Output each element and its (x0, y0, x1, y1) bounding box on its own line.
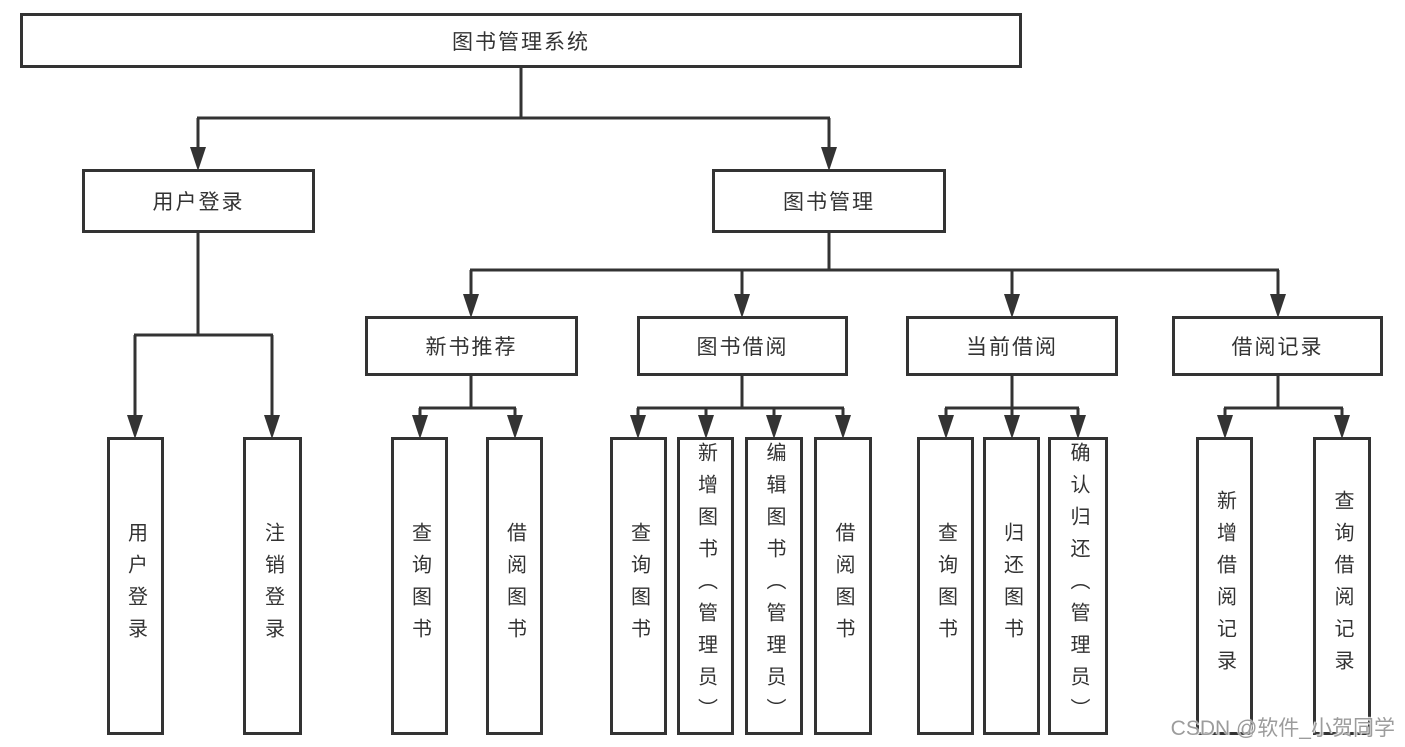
module-label: 借阅记录 (1231, 336, 1324, 359)
leaf-borrow-books-1: 借阅图书 (486, 437, 543, 735)
leaf-query-books-2: 查询图书 (610, 437, 667, 735)
root-node: 图书管理系统 (20, 13, 1022, 68)
leaf-label: 查询图书 (627, 522, 650, 650)
csdn-watermark: CSDN @软件_小贺同学 (1170, 717, 1395, 740)
leaf-label: 用户登录 (124, 522, 147, 650)
leaf-label: 注销登录 (261, 522, 284, 650)
leaf-add-book-admin: 新增图书（管理员） (677, 437, 734, 735)
module-label: 图书借阅 (696, 336, 789, 359)
module-label: 当前借阅 (966, 336, 1058, 359)
leaf-borrow-books-2: 借阅图书 (814, 437, 872, 735)
module-label: 新书推荐 (425, 336, 518, 359)
module-borrowing-records: 借阅记录 (1172, 316, 1383, 376)
leaf-user-login: 用户登录 (107, 437, 164, 735)
root-node-label: 图书管理系统 (452, 30, 590, 54)
leaf-label: 借阅图书 (832, 522, 854, 650)
leaf-query-books-1: 查询图书 (391, 437, 448, 735)
leaf-label: 确认归还（管理员） (1067, 442, 1089, 730)
branch-label: 用户登录 (152, 191, 245, 214)
leaf-logout: 注销登录 (243, 437, 302, 735)
branch-label: 图书管理 (783, 191, 875, 214)
arrowhead-icons (127, 147, 1350, 439)
leaf-label: 查询图书 (408, 522, 431, 650)
leaf-confirm-return-admin: 确认归还（管理员） (1048, 437, 1108, 735)
module-book-borrowing: 图书借阅 (637, 316, 848, 376)
leaf-label: 归还图书 (1000, 522, 1023, 650)
leaf-label: 新增借阅记录 (1213, 490, 1236, 682)
leaf-add-borrow-record: 新增借阅记录 (1196, 437, 1253, 735)
leaf-label: 查询图书 (934, 522, 957, 650)
leaf-edit-book-admin: 编辑图书（管理员） (745, 437, 803, 735)
leaf-label: 编辑图书（管理员） (763, 442, 785, 730)
leaf-query-borrow-record: 查询借阅记录 (1313, 437, 1371, 735)
module-new-book-recommend: 新书推荐 (365, 316, 578, 376)
branch-book-management: 图书管理 (712, 169, 946, 233)
branch-user-login: 用户登录 (82, 169, 315, 233)
leaf-label: 借阅图书 (503, 522, 526, 650)
module-current-borrowing: 当前借阅 (906, 316, 1118, 376)
leaf-label: 查询借阅记录 (1331, 490, 1353, 682)
leaf-query-books-3: 查询图书 (917, 437, 974, 735)
leaf-label: 新增图书（管理员） (694, 442, 717, 730)
leaf-return-book: 归还图书 (983, 437, 1040, 735)
